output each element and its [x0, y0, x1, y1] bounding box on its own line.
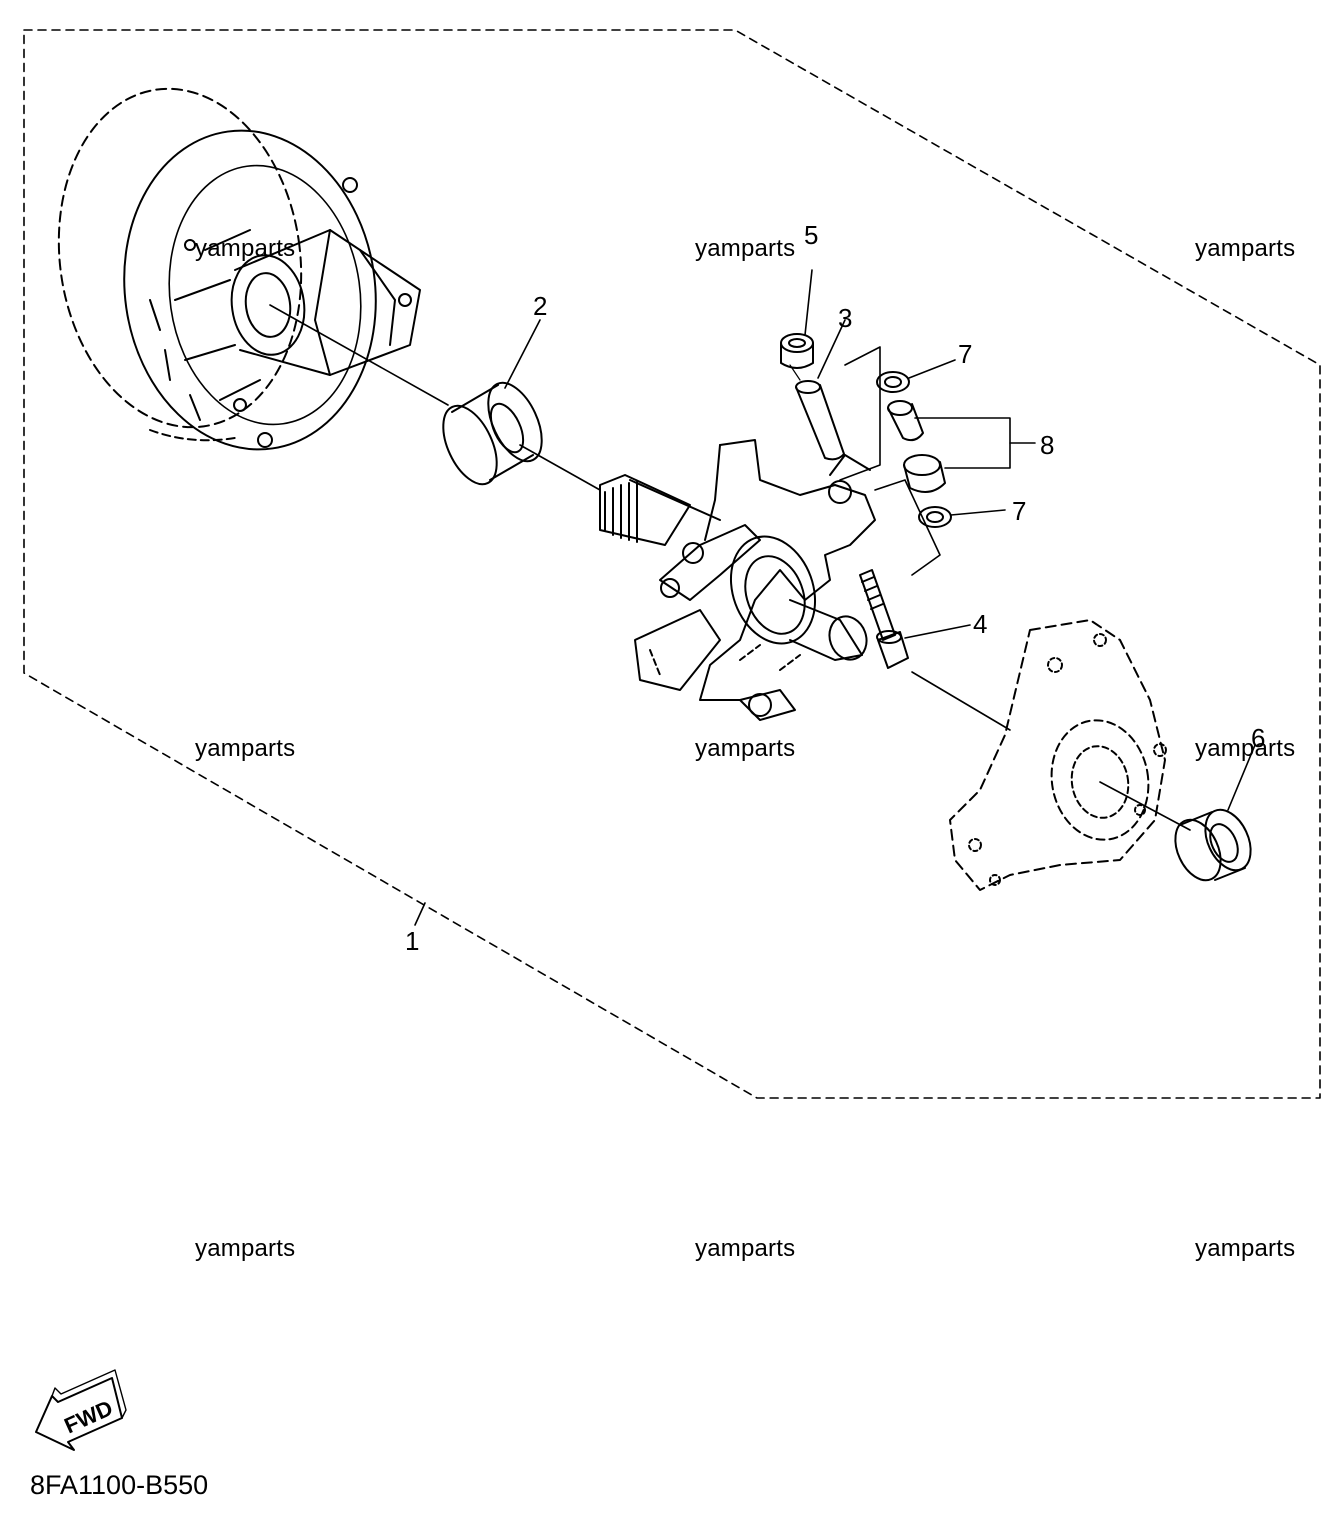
bracket-upper [839, 346, 881, 481]
washer-part-7-upper [876, 359, 956, 393]
callout-part-7-upper: 7 [958, 339, 973, 369]
callout-part-2: 2 [533, 291, 548, 321]
callout-part-8: 8 [1040, 430, 1055, 460]
fwd-arrow-icon: FWD [35, 1369, 127, 1451]
bearing-part-2 [442, 319, 543, 486]
watermark: yamparts [1195, 235, 1296, 262]
assembly-line-3 [911, 671, 1011, 731]
assembly-line-2 [519, 444, 601, 491]
assembly-boundary [23, 29, 1321, 1099]
pin-part-3 [789, 319, 846, 461]
cover-plate [949, 619, 1167, 891]
watermark: yamparts [1195, 735, 1296, 762]
callout-part-3: 3 [838, 303, 853, 333]
callout-part-6: 6 [1251, 723, 1266, 753]
callout-part-5: 5 [804, 220, 819, 250]
watermark: yamparts [695, 235, 796, 262]
watermark: yamparts [195, 235, 296, 262]
callout-part-7-lower: 7 [1012, 496, 1027, 526]
assembly-line-4 [1099, 781, 1191, 831]
bearing-part-6 [1174, 744, 1256, 882]
bolt-part-4 [859, 569, 971, 669]
washer-part-7-lower [918, 506, 1006, 528]
pulley-housing [57, 87, 421, 451]
diagram-code: 8FA1100-B550 [30, 1470, 209, 1500]
leader-part-1 [414, 902, 426, 926]
watermark: yamparts [195, 735, 296, 762]
spider-shaft [599, 439, 876, 721]
callout-part-1: 1 [405, 926, 420, 956]
sleeve-part-8 [887, 400, 1036, 493]
bracket-lower [874, 479, 941, 576]
watermark: yamparts [1195, 1235, 1296, 1262]
nut-part-5 [780, 269, 814, 369]
watermark: yamparts [695, 1235, 796, 1262]
assembly-line-1 [269, 304, 449, 406]
watermark: yamparts [695, 735, 796, 762]
watermark: yamparts [195, 1235, 296, 1262]
callout-part-4: 4 [973, 609, 988, 639]
